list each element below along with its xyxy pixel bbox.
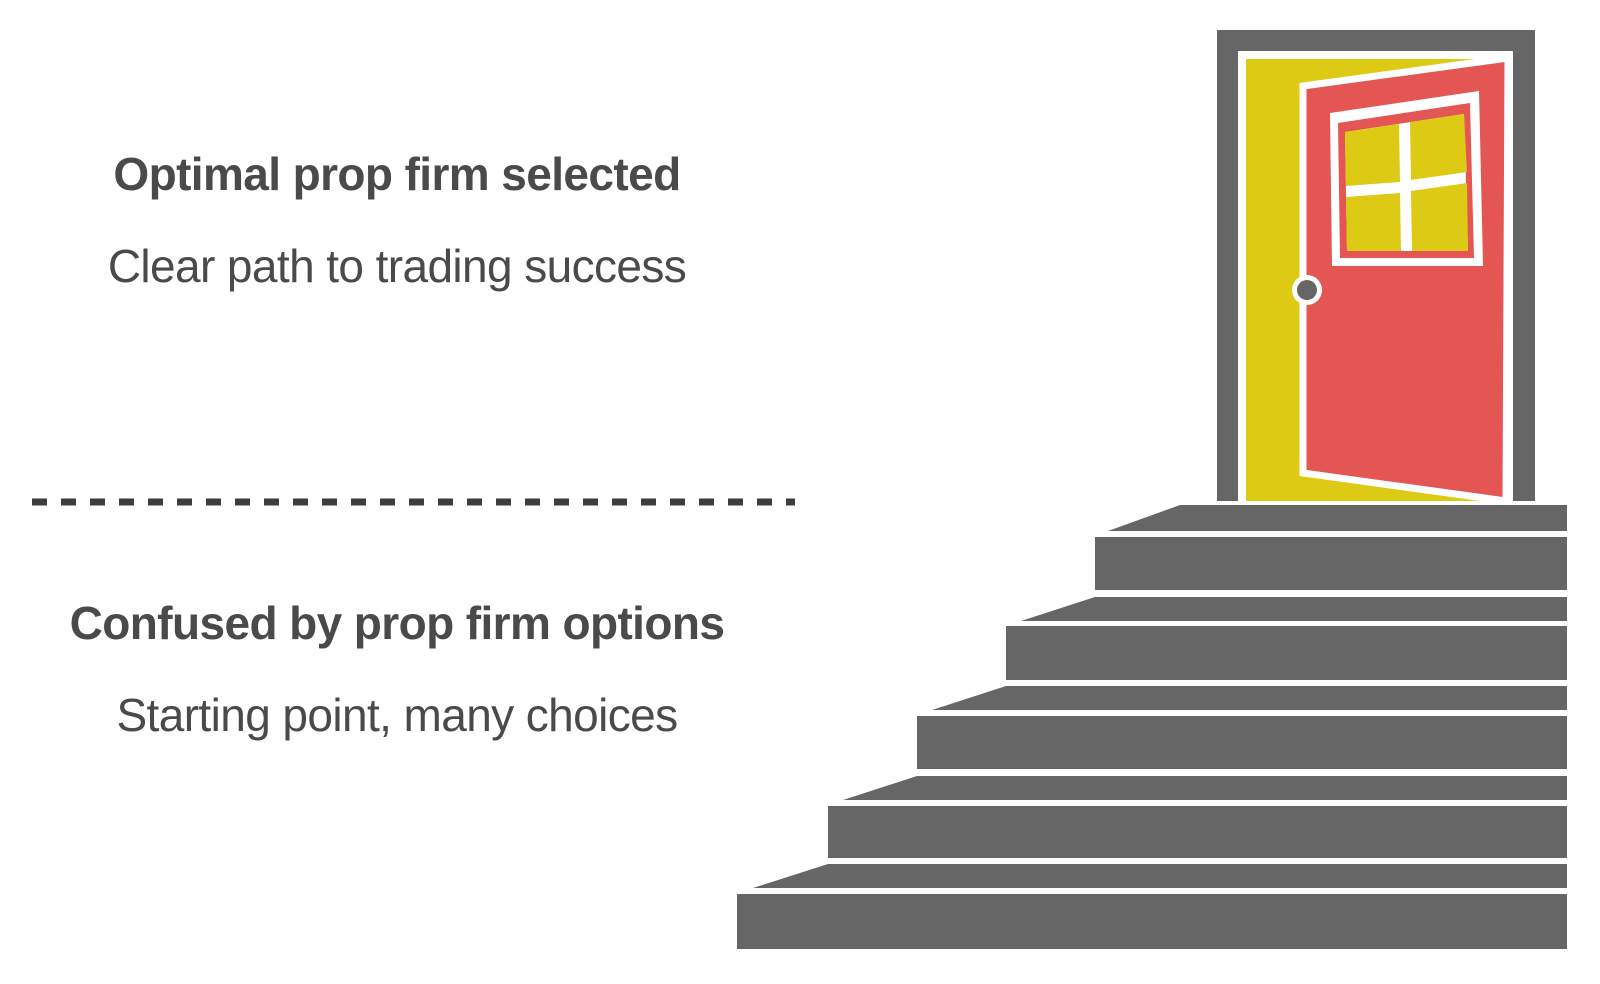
window-pane-top-left <box>1345 124 1400 186</box>
selected-state-label-group: Optimal prop firm selected Clear path to… <box>0 151 794 289</box>
staircase <box>737 505 1567 949</box>
open-door-group <box>1217 30 1535 506</box>
step-3-tread <box>932 686 1567 710</box>
selected-state-title: Optimal prop firm selected <box>113 148 681 200</box>
confused-state-label-group: Confused by prop firm options Starting p… <box>0 600 794 738</box>
step-4-riser <box>1006 626 1567 680</box>
confused-state-title: Confused by prop firm options <box>69 597 725 649</box>
door-knob <box>1297 280 1317 300</box>
window-pane-bottom-left <box>1346 193 1401 251</box>
confused-state-subtitle: Starting point, many choices <box>116 689 678 741</box>
step-2-tread <box>843 776 1567 800</box>
step-2-riser <box>828 806 1567 858</box>
step-4-tread <box>1021 597 1567 621</box>
step-5-tread <box>1108 505 1567 531</box>
selected-state-subtitle: Clear path to trading success <box>107 240 687 292</box>
step-5-riser <box>1095 537 1567 590</box>
step-3-riser <box>917 716 1567 769</box>
window-pane-bottom-right <box>1411 183 1468 251</box>
window-pane-top-right <box>1410 114 1467 180</box>
step-1-riser <box>737 894 1567 949</box>
step-1-tread <box>753 864 1567 888</box>
